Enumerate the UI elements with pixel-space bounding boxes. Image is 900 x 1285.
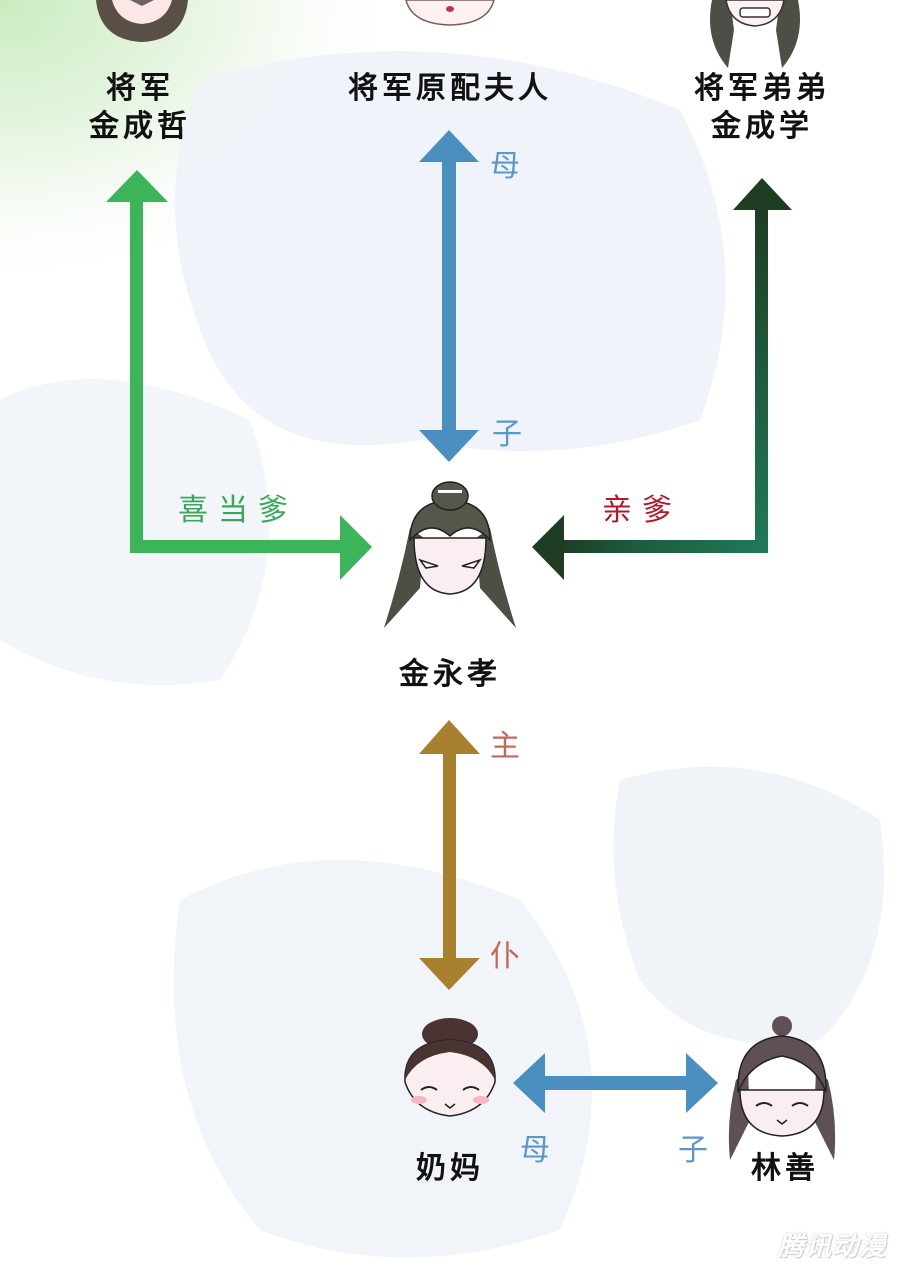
label-mu-bottom: 母 bbox=[520, 1133, 560, 1168]
label-qin-die: 亲爹 bbox=[602, 493, 682, 528]
nanny-name: 奶妈 bbox=[416, 1151, 484, 1186]
protagonist-name: 金永孝 bbox=[399, 657, 501, 692]
nanny-portrait bbox=[395, 1012, 505, 1122]
label-zi-top: 子 bbox=[492, 417, 532, 452]
label-mu-top: 母 bbox=[490, 149, 530, 184]
node-general: 将军 金成哲 bbox=[70, 70, 210, 146]
protagonist-portrait bbox=[380, 478, 520, 638]
watermark: 腾讯动漫 bbox=[777, 1232, 886, 1262]
general-title: 将军 bbox=[106, 71, 174, 106]
general-name: 金成哲 bbox=[89, 109, 191, 144]
first-wife-portrait bbox=[400, 0, 500, 26]
linshan-name: 林善 bbox=[751, 1151, 819, 1186]
node-first-wife: 将军原配夫人 bbox=[330, 70, 570, 108]
label-pu: 仆 bbox=[490, 939, 530, 974]
brother-portrait bbox=[700, 0, 810, 72]
arrow-general-to-protagonist bbox=[106, 170, 372, 580]
arrow-wife-protagonist bbox=[419, 130, 479, 462]
linshan-portrait bbox=[722, 1010, 842, 1160]
node-brother: 将军弟弟 金成学 bbox=[672, 70, 852, 146]
brother-title: 将军弟弟 bbox=[694, 71, 830, 106]
node-protagonist: 金永孝 bbox=[380, 656, 520, 694]
arrow-protagonist-nanny bbox=[419, 720, 480, 990]
label-zi-bottom: 子 bbox=[678, 1133, 718, 1168]
first-wife-title: 将军原配夫人 bbox=[348, 71, 552, 106]
node-linshan: 林善 bbox=[730, 1150, 840, 1188]
brother-name: 金成学 bbox=[711, 109, 813, 144]
arrow-brother-to-protagonist bbox=[532, 178, 792, 580]
label-xi-dang-die: 喜当爹 bbox=[178, 493, 298, 528]
label-zhu: 主 bbox=[490, 729, 530, 764]
arrow-nanny-linshan bbox=[513, 1053, 718, 1113]
general-portrait bbox=[92, 0, 192, 44]
node-nanny: 奶妈 bbox=[400, 1150, 500, 1188]
